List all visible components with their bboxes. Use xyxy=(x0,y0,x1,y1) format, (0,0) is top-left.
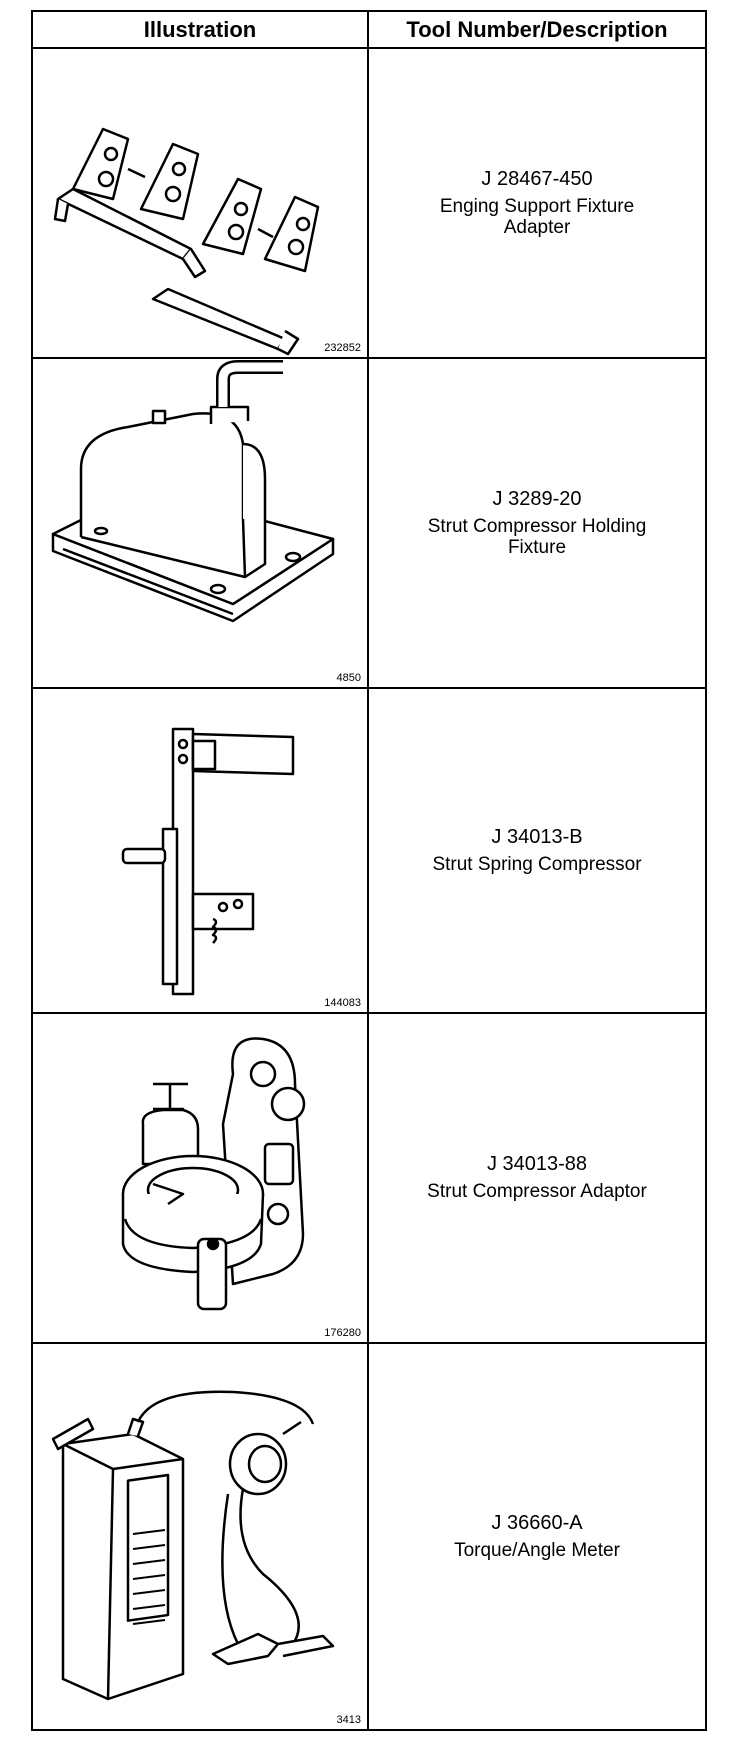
table-row: 144083 J 34013-B Strut Spring Compressor xyxy=(33,689,705,1014)
tool-description-line: Strut Compressor Holding xyxy=(427,515,647,537)
tool-description-cell: J 34013-B Strut Spring Compressor xyxy=(369,689,705,1012)
table-row: 176280 J 34013-88 Strut Compressor Adapt… xyxy=(33,1014,705,1344)
tool-number: J 34013-88 xyxy=(486,1153,588,1175)
strut-compressor-adaptor-icon xyxy=(121,1037,306,1311)
engine-support-fixture-adapter-icon xyxy=(53,127,320,356)
tool-number: J 3289-20 xyxy=(492,487,582,510)
table-row: 4850 J 3289-20 Strut Compressor Holding … xyxy=(33,359,705,689)
table-header: Illustration Tool Number/Description xyxy=(33,12,705,49)
tool-number: J 28467-450 xyxy=(481,167,593,190)
tool-description-line: Torque/Angle Meter xyxy=(454,1539,620,1561)
tool-table: Illustration Tool Number/Description xyxy=(31,10,707,1731)
figure-number: 3413 xyxy=(336,1714,361,1726)
torque-angle-meter-icon xyxy=(51,1390,335,1701)
strut-spring-compressor-icon xyxy=(121,727,295,996)
table-row: 3413 J 36660-A Torque/Angle Meter xyxy=(33,1344,705,1729)
header-illustration: Illustration xyxy=(33,12,369,47)
tool-description-line: Strut Spring Compressor xyxy=(432,853,642,875)
illustration-cell: 144083 xyxy=(33,689,369,1012)
tool-description-cell: J 36660-A Torque/Angle Meter xyxy=(369,1344,705,1729)
illustration-cell: 4850 xyxy=(33,359,369,687)
figure-number: 176280 xyxy=(324,1327,361,1339)
tool-number: J 34013-B xyxy=(491,825,583,848)
tool-description-cell: J 34013-88 Strut Compressor Adaptor xyxy=(369,1014,705,1342)
tool-description-line: Adapter xyxy=(503,216,571,238)
strut-compressor-holding-fixture-icon xyxy=(51,360,335,623)
illustration-cell: 232852 xyxy=(33,49,369,357)
tool-description-line: Strut Compressor Adaptor xyxy=(427,1181,647,1202)
table-row: 232852 J 28467-450 Enging Support Fixtur… xyxy=(33,49,705,359)
figure-number: 232852 xyxy=(324,342,361,354)
figure-number: 4850 xyxy=(336,672,361,684)
tool-description-cell: J 3289-20 Strut Compressor Holding Fixtu… xyxy=(369,359,705,687)
tool-description-line: Enging Support Fixture xyxy=(439,195,635,217)
illustration-cell: 176280 xyxy=(33,1014,369,1342)
tool-description-cell: J 28467-450 Enging Support Fixture Adapt… xyxy=(369,49,705,357)
tool-description-line: Fixture xyxy=(507,536,567,558)
figure-number: 144083 xyxy=(324,997,361,1009)
illustration-cell: 3413 xyxy=(33,1344,369,1729)
header-tool-number-description: Tool Number/Description xyxy=(406,16,668,42)
tool-number: J 36660-A xyxy=(491,1511,583,1534)
